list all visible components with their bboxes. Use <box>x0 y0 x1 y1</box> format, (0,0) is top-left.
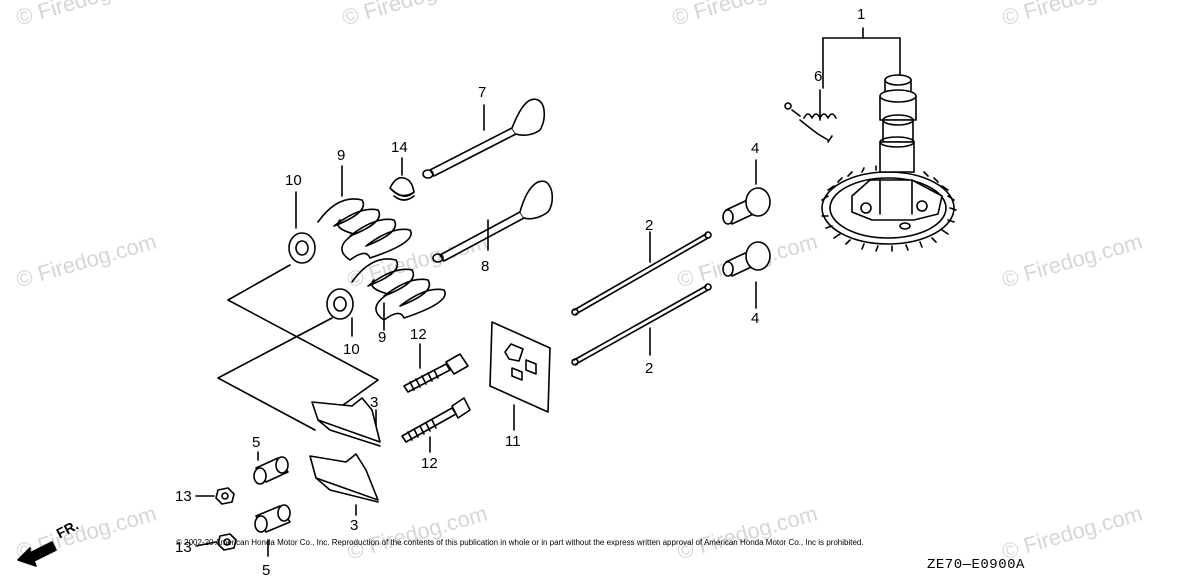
callout-4: 4 <box>751 140 760 157</box>
callout-5: 5 <box>252 434 261 451</box>
nut-lower-part <box>195 533 237 551</box>
valve-spring-upper-part <box>317 165 412 261</box>
callout-10: 10 <box>343 341 360 358</box>
callout-6: 6 <box>814 68 823 85</box>
camshaft-part <box>821 27 957 252</box>
callout-13: 13 <box>175 488 192 505</box>
gasket-plate-part <box>489 321 551 431</box>
valve-guide-lower-part <box>722 241 771 309</box>
callout-10: 10 <box>285 172 302 189</box>
valve-lifter-lower-part <box>309 453 379 516</box>
stud-bolt-lower-part <box>401 397 471 453</box>
stud-bolt-upper-part <box>403 343 469 393</box>
valve-stem-seal-part <box>389 157 415 201</box>
valve-spring-lower-part <box>351 258 446 331</box>
callout-3: 3 <box>350 517 359 534</box>
spring-retainer-lower-part <box>326 288 354 337</box>
callout-3: 3 <box>370 394 379 411</box>
copyright-notice: © 2002-20 American Honda Motor Co., Inc.… <box>176 538 864 547</box>
diagram-code: ZE70—E0900A <box>927 557 1025 573</box>
callout-4: 4 <box>751 310 760 327</box>
callout-12: 12 <box>421 455 438 472</box>
callout-14: 14 <box>391 139 408 156</box>
callout-5: 5 <box>262 562 271 579</box>
spring-retainer-upper-part <box>288 191 316 264</box>
callout-2: 2 <box>645 217 654 234</box>
callout-12: 12 <box>410 326 427 343</box>
nut-upper-part <box>195 487 235 505</box>
callout-13: 13 <box>175 539 192 556</box>
callout-7: 7 <box>478 84 487 101</box>
reference-lines <box>217 264 379 431</box>
valve-guide-upper-part <box>722 159 771 225</box>
callout-8: 8 <box>481 258 490 275</box>
front-direction-arrow-icon <box>17 541 57 567</box>
decompressor-spring-part <box>784 89 837 143</box>
callout-1: 1 <box>857 6 866 23</box>
push-rod-upper-part <box>571 231 712 316</box>
callout-11: 11 <box>505 433 521 450</box>
push-rod-lower-part <box>571 283 712 366</box>
callout-2: 2 <box>645 360 654 377</box>
callout-9: 9 <box>378 329 387 346</box>
intake-valve-part <box>432 180 554 263</box>
callout-9: 9 <box>337 147 346 164</box>
valve-lifter-upper-part <box>311 397 381 447</box>
collar-upper-part <box>253 451 289 485</box>
exhaust-valve-part <box>422 98 546 179</box>
collar-lower-part <box>254 504 291 557</box>
